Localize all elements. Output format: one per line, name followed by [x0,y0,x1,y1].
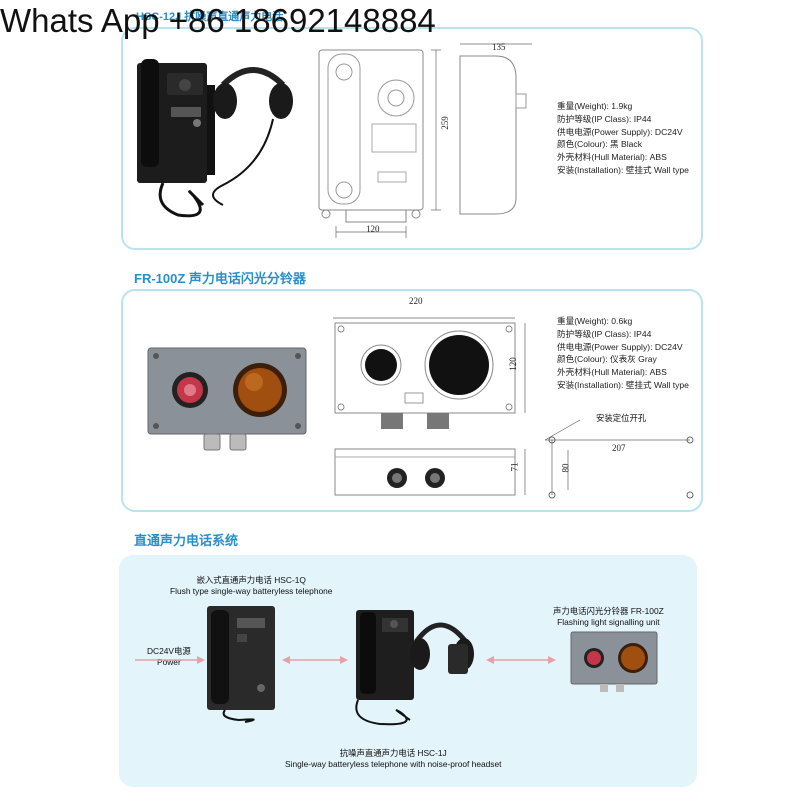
link-arrow-left [282,656,348,664]
power-label-cn: DC24V电源 [147,646,191,656]
fr100z-photo [147,347,307,451]
dim-width-120: 120 [366,224,380,234]
watermark-contact: Whats App +86 18692148884 [0,2,436,39]
signal-unit-caption-en: Flashing light signalling unit [557,617,660,627]
spec-power-supply: 供电电源(Power Supply): DC24V [557,341,683,352]
headset-phone-photo [355,610,474,726]
spec-weight: 重量(Weight): 0.6kg [557,316,633,326]
hsc12j-side-drawing [459,43,532,215]
spec-installation: 安装(Installation): 壁挂式 Wall type [557,164,689,175]
headset-phone-caption-cn: 抗噪声直通声力电话 HSC-1J [339,748,447,758]
hsc12j-front-drawing [318,49,441,238]
power-label: DC24V电源 Power [147,646,191,668]
section1-specs: 重量(Weight): 1.9kg 防护等级(IP Class): IP44 供… [557,100,689,177]
power-arrow [135,656,205,664]
spec-colour: 颜色(Colour): 黑 Black [557,139,642,150]
spec-weight: 重量(Weight): 1.9kg [557,101,633,111]
section2-specs: 重量(Weight): 0.6kg 防护等级(IP Class): IP44 供… [557,315,689,392]
dim-height-120: 120 [507,357,518,371]
spec-colour: 颜色(Colour): 仪表灰 Gray [557,354,657,365]
dim-depth-71: 71 [509,462,520,472]
dim-width-220: 220 [409,296,423,306]
flush-phone-photo [207,606,275,723]
dim-side-135: 135 [492,42,506,52]
spec-hull-material: 外壳材料(Hull Material): ABS [557,367,667,378]
fr100z-mount-drawing [544,419,694,499]
hsc12j-photo [137,59,293,218]
spec-installation: 安装(Installation): 壁挂式 Wall type [557,379,689,390]
dim-height-259: 259 [439,116,450,130]
spec-ip-class: 防护等级(IP Class): IP44 [557,113,652,124]
dim-mount-80: 80 [560,463,571,473]
signal-unit-photo [570,631,658,692]
headset-phone-caption-en: Single-way batteryless telephone with no… [285,759,502,769]
fr100z-bottom-drawing [334,448,526,496]
mount-hole-label: 安装定位开孔 [596,413,647,423]
fr100z-front-drawing [333,317,526,429]
signal-unit-caption-cn: 声力电话闪光分铃器 FR-100Z [553,606,664,616]
section2-title: FR-100Z 声力电话闪光分铃器 [134,271,306,286]
section1-title: HSC-12J 抗噪声直通声力电话 [136,11,284,23]
flush-phone-caption-cn: 嵌入式直通声力电话 HSC-1Q [196,575,306,585]
signal-unit-caption: 声力电话闪光分铃器 FR-100Z Flashing light signall… [553,606,664,628]
flush-phone-caption: 嵌入式直通声力电话 HSC-1Q Flush type single-way b… [170,575,332,597]
link-arrow-right [486,656,556,664]
spec-ip-class: 防护等级(IP Class): IP44 [557,328,652,339]
headset-phone-caption: 抗噪声直通声力电话 HSC-1J Single-way batteryless … [285,748,501,770]
spec-power-supply: 供电电源(Power Supply): DC24V [557,126,683,137]
flush-phone-caption-en: Flush type single-way batteryless teleph… [170,586,333,596]
section3-title: 直通声力电话系统 [134,533,239,548]
power-label-en: Power [157,657,181,667]
spec-hull-material: 外壳材料(Hull Material): ABS [557,152,667,163]
dim-mount-207: 207 [612,443,626,453]
